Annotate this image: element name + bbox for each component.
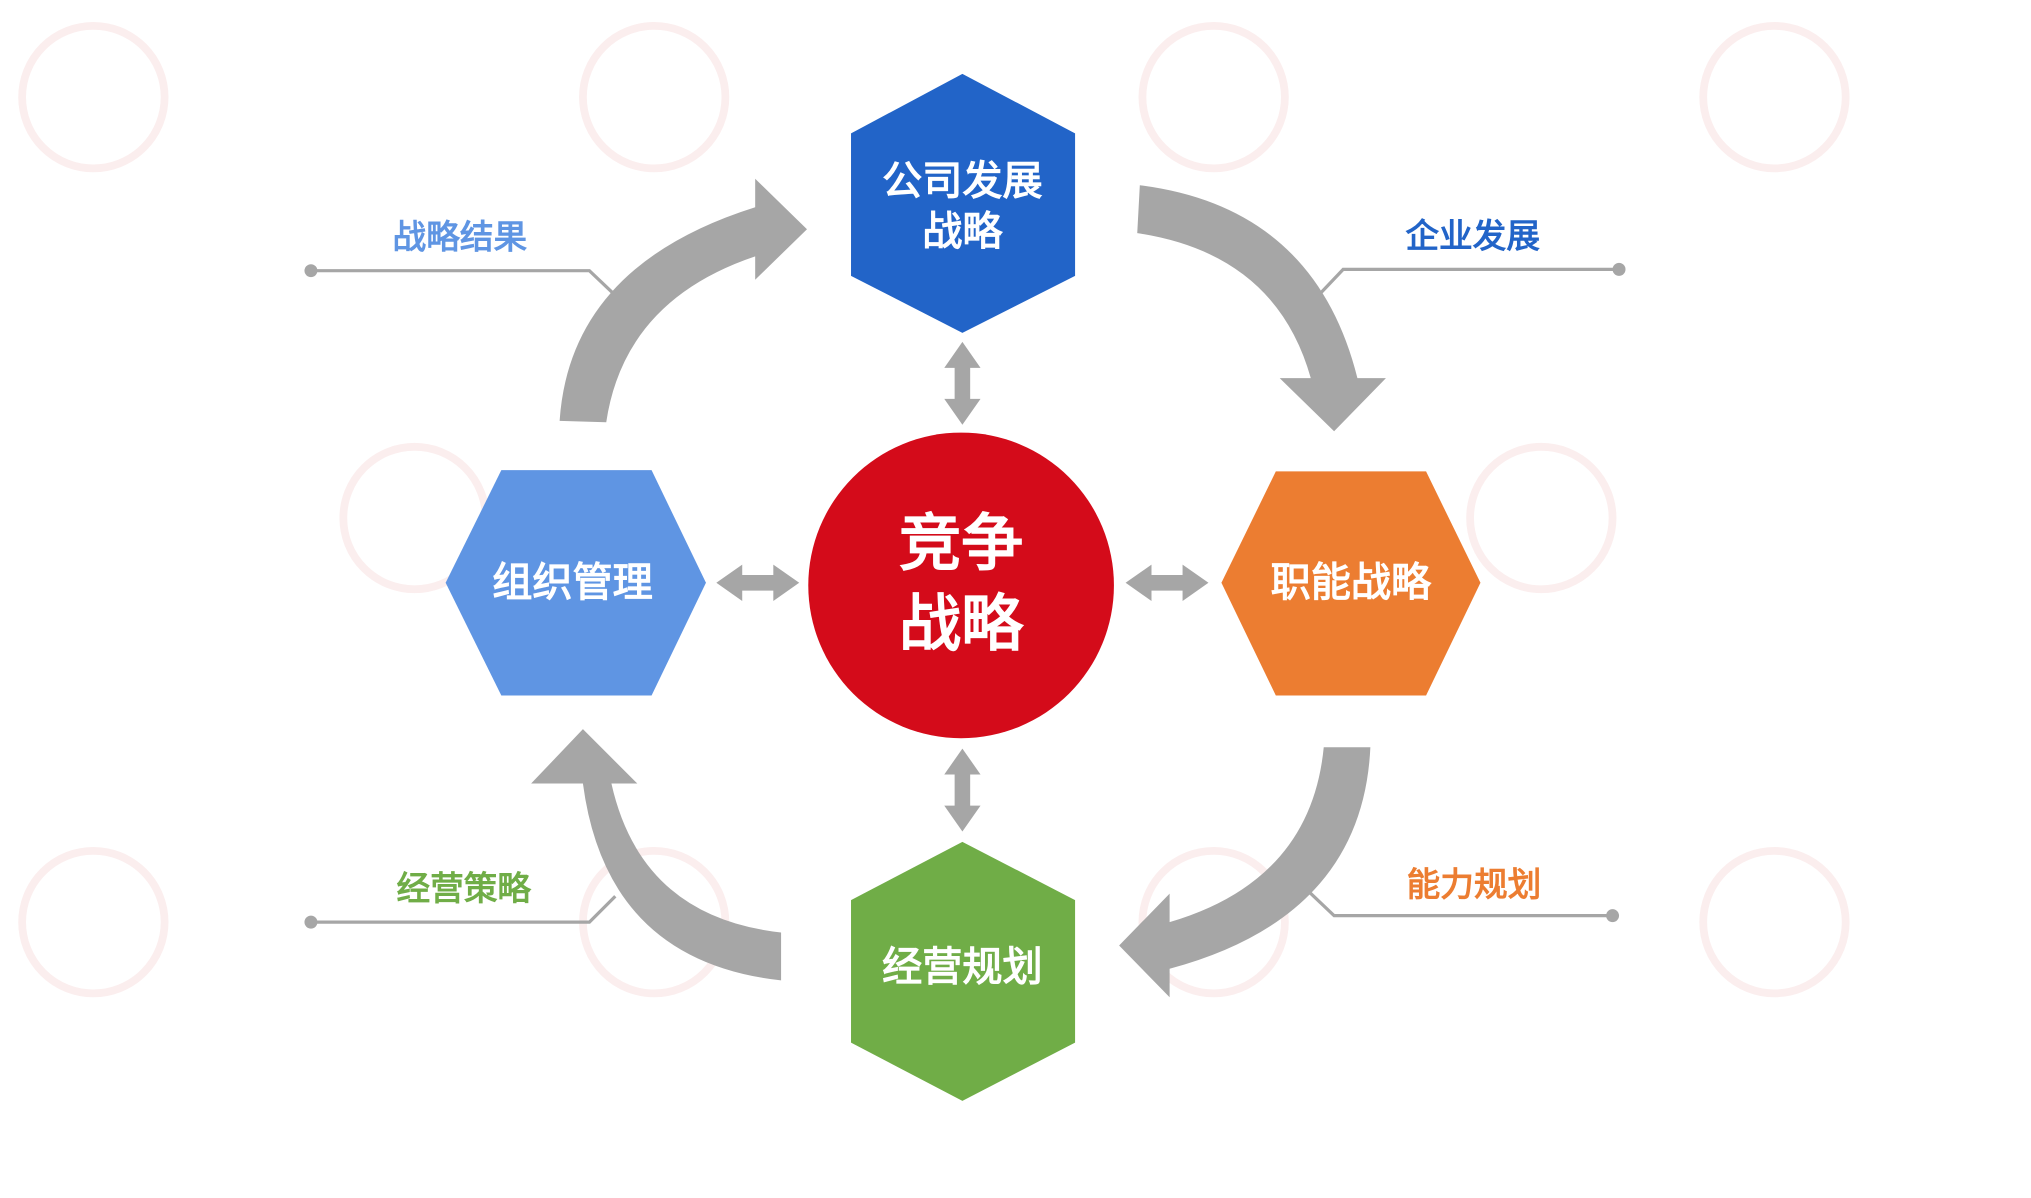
center-competitive-strategy: 竞争 战略: [808, 432, 1114, 739]
hexagon-bottom: [851, 841, 1076, 1101]
node-company-development-strategy: 公司发展 战略: [851, 73, 1076, 333]
center-line2: 战略: [899, 587, 1025, 660]
label-business-tactics: 经营策略: [304, 869, 617, 929]
hexagon-right: [1221, 471, 1481, 696]
node-functional-strategy: 职能战略: [1221, 471, 1481, 696]
node-right-label: 职能战略: [1271, 560, 1432, 606]
node-left-label: 组织管理: [492, 560, 652, 606]
label-strategy-result: 战略结果: [304, 218, 617, 297]
hexagon-left: [445, 470, 706, 696]
center-circle: [808, 432, 1114, 739]
node-bottom-label: 经营规划: [882, 944, 1042, 990]
double-arrow-up: [944, 341, 981, 425]
node-top-line1: 公司发展: [882, 158, 1042, 204]
double-arrow-left: [716, 564, 800, 601]
label-enterprise-development: 企业发展: [1317, 216, 1626, 297]
curved-arrow-bottom-right: [1119, 747, 1371, 998]
center-line1: 竞争: [899, 507, 1023, 580]
double-arrow-down: [944, 748, 981, 832]
node-business-planning: 经营规划: [851, 841, 1076, 1101]
curved-arrow-top-left: [559, 178, 807, 423]
label-bottom-left-text: 经营策略: [396, 869, 532, 908]
curved-arrow-bottom-left: [531, 729, 782, 981]
label-bottom-right-text: 能力规划: [1407, 865, 1542, 904]
curved-arrow-top-right: [1137, 185, 1386, 432]
label-capability-planning: 能力规划: [1307, 865, 1620, 923]
double-arrow-right: [1125, 564, 1209, 601]
label-top-left-text: 战略结果: [393, 218, 528, 257]
label-top-right-text: 企业发展: [1405, 216, 1540, 255]
node-organization-management: 组织管理: [445, 470, 706, 696]
node-top-line2: 战略: [922, 209, 1003, 255]
hexagon-top: [851, 73, 1076, 333]
